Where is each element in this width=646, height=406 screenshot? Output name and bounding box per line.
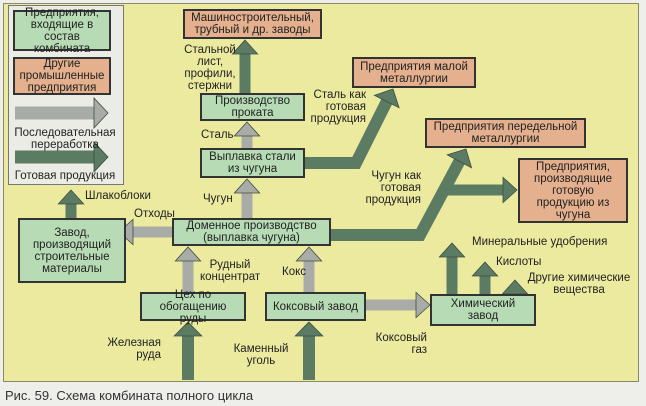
arrow-coke-gas-to-chemical	[366, 291, 431, 319]
label-steel: Сталь	[201, 129, 234, 141]
arrow-cast-iron-to-steel	[233, 178, 261, 218]
figure-caption: Рис. 59. Схема комбината полного цикла	[5, 388, 254, 403]
box-cast-iron-products: Предприятия, производящие готовую продук…	[518, 158, 628, 223]
arrow-rolling-to-machine-building	[231, 39, 259, 93]
label-cast-iron-as-product: Чугун как готовая продукция	[365, 170, 422, 206]
box-blast-furnace: Доменное производство (выплавка чугуна)	[172, 218, 331, 246]
legend-member-enterprises: Предприятия, входящие в состав комбината	[13, 7, 111, 55]
label-coke: Кокс	[282, 266, 307, 278]
box-small-metallurgy: Предприятия малой металлургии	[352, 57, 476, 88]
legend-other-enterprises: Другие промышленные предприятия	[13, 57, 111, 95]
box-machine-building: Машиностроительный, трубный и др. заводы	[183, 9, 322, 39]
label-waste: Отходы	[134, 208, 175, 220]
box-steel-smelting: Выплавка стали из чугуна	[200, 148, 305, 178]
arrow-fertilizers	[438, 242, 466, 294]
arrow-waste-to-building-materials	[118, 218, 172, 246]
label-fertilizers: Минеральные удобрения	[472, 236, 608, 248]
label-steel-as-product: Сталь как готовая продукция	[310, 89, 367, 125]
arrow-coke-to-blast-furnace	[295, 246, 323, 292]
arrow-concentrate-to-blast-furnace	[174, 246, 202, 292]
arrow-iron-ore-input	[173, 321, 203, 380]
label-acids: Кислоты	[496, 256, 542, 268]
arrow-acids	[471, 261, 499, 294]
legend-finished-products-label: Готовая продукция	[14, 170, 116, 182]
legend-sequential-processing-label: Последовательная переработка	[14, 127, 116, 151]
label-other-chemicals: Другие химические вещества	[527, 272, 631, 296]
label-slag-blocks: Шлакоблоки	[85, 190, 151, 202]
box-conversion-metallurgy: Предприятия передельной металлургии	[425, 118, 586, 148]
label-steel-sheet: Стальной лист, профили, стержни	[184, 44, 236, 92]
arrow-coal-input	[294, 321, 324, 380]
label-coke-gas: Коксовый газ	[375, 332, 427, 356]
label-ore-concentrate: Рудный концентрат	[200, 259, 261, 283]
box-chemical-plant: Химический завод	[430, 294, 536, 326]
label-coal: Каменный уголь	[233, 343, 289, 367]
box-rolling: Производство проката	[200, 93, 305, 121]
box-ore-dressing: Цех по обогащению руды	[140, 289, 246, 325]
arrow-cast-iron-to-products	[445, 176, 518, 204]
label-cast-iron: Чугун	[203, 193, 233, 205]
label-iron-ore: Железная руда	[107, 337, 161, 361]
arrow-slag-blocks	[57, 189, 85, 218]
legend-product-arrow	[15, 141, 109, 173]
box-coke-plant: Коксовый завод	[265, 292, 366, 321]
box-building-materials: Завод, производящий строительные материа…	[18, 218, 126, 283]
legend-processing-arrow	[15, 97, 109, 129]
arrow-steel-to-small-metallurgy	[305, 88, 400, 169]
arrow-steel-to-rolling	[233, 121, 261, 148]
